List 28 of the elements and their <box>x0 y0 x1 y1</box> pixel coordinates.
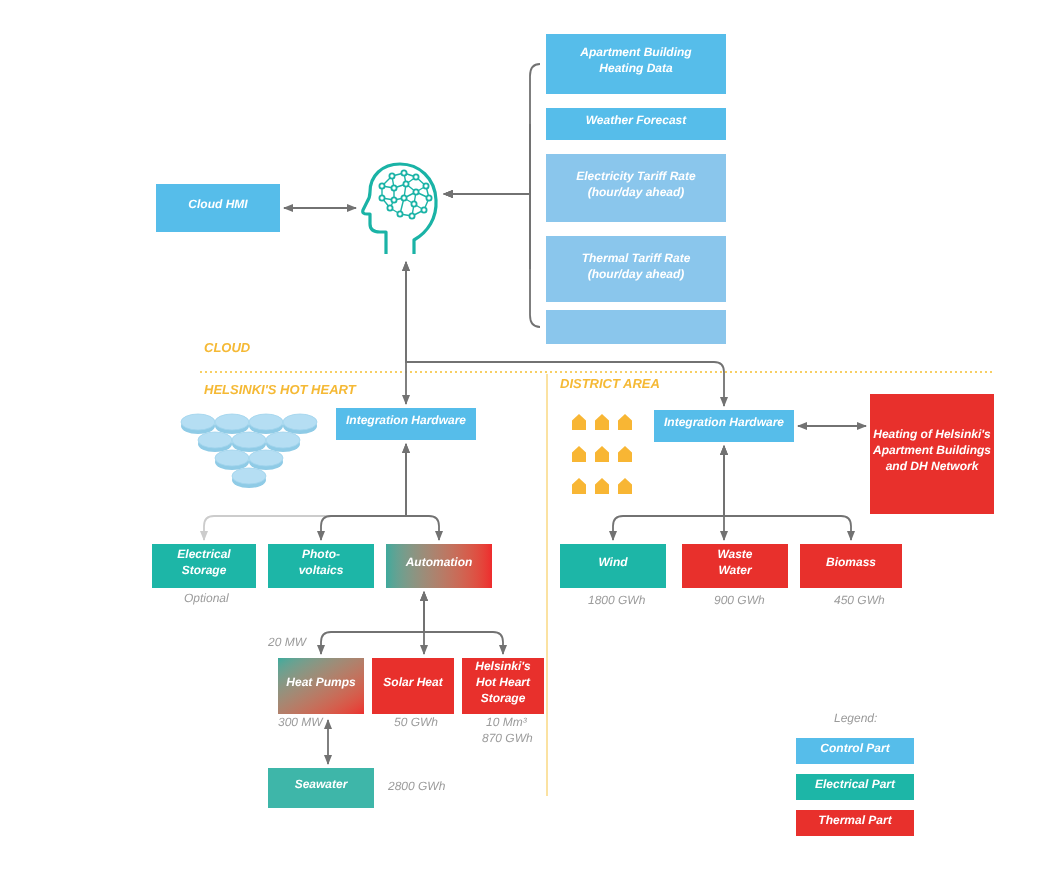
double-arrow <box>402 261 728 407</box>
process-box <box>268 768 374 808</box>
process-box <box>682 544 788 588</box>
process-box <box>870 394 994 514</box>
data-source-box <box>546 108 726 140</box>
process-box <box>462 658 544 714</box>
double-arrow <box>324 719 332 765</box>
process-box <box>268 544 374 588</box>
process-box <box>336 408 476 440</box>
data-source-box <box>546 310 726 344</box>
process-box <box>560 544 666 588</box>
process-box <box>372 658 454 714</box>
data-source-box <box>546 154 726 222</box>
double-arrow <box>797 422 867 430</box>
branch-arrow <box>720 445 855 541</box>
process-box <box>800 544 902 588</box>
data-source-box <box>546 236 726 302</box>
process-box <box>386 544 492 588</box>
branch-arrow <box>420 591 507 655</box>
bracket-arrow <box>443 190 541 328</box>
process-box <box>156 184 280 232</box>
double-arrow <box>283 204 357 212</box>
process-box <box>654 410 794 442</box>
process-box <box>278 658 364 714</box>
data-source-box <box>546 34 726 94</box>
branch-arrow <box>402 443 443 541</box>
head-brain-icon <box>360 160 440 256</box>
process-box <box>152 544 256 588</box>
